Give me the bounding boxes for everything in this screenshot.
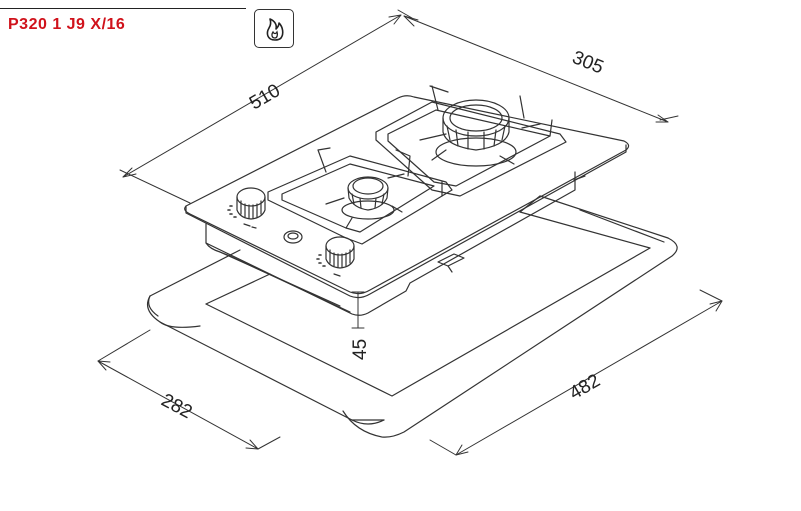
dimension-depth-label: 305 [569,47,606,78]
dimension-cutout-width-label: 482 [566,370,604,404]
gas-badge [254,9,294,48]
rear-control-knob [227,187,266,229]
ignition-button [283,230,303,244]
dimension-height-label: 45 [350,339,371,360]
front-control-knob [316,236,355,277]
large-burner [375,85,567,197]
hob-body [184,95,630,316]
dimension-cutout-depth-label: 282 [158,390,196,423]
dimension-lines [97,9,723,456]
model-title: P320 1 J9 X/16 [8,16,126,33]
cutout-frame [147,195,678,438]
header-rule [0,8,246,9]
gas-flame-icon [266,18,284,41]
small-burner [267,147,453,245]
dimension-width-label: 510 [246,80,284,114]
